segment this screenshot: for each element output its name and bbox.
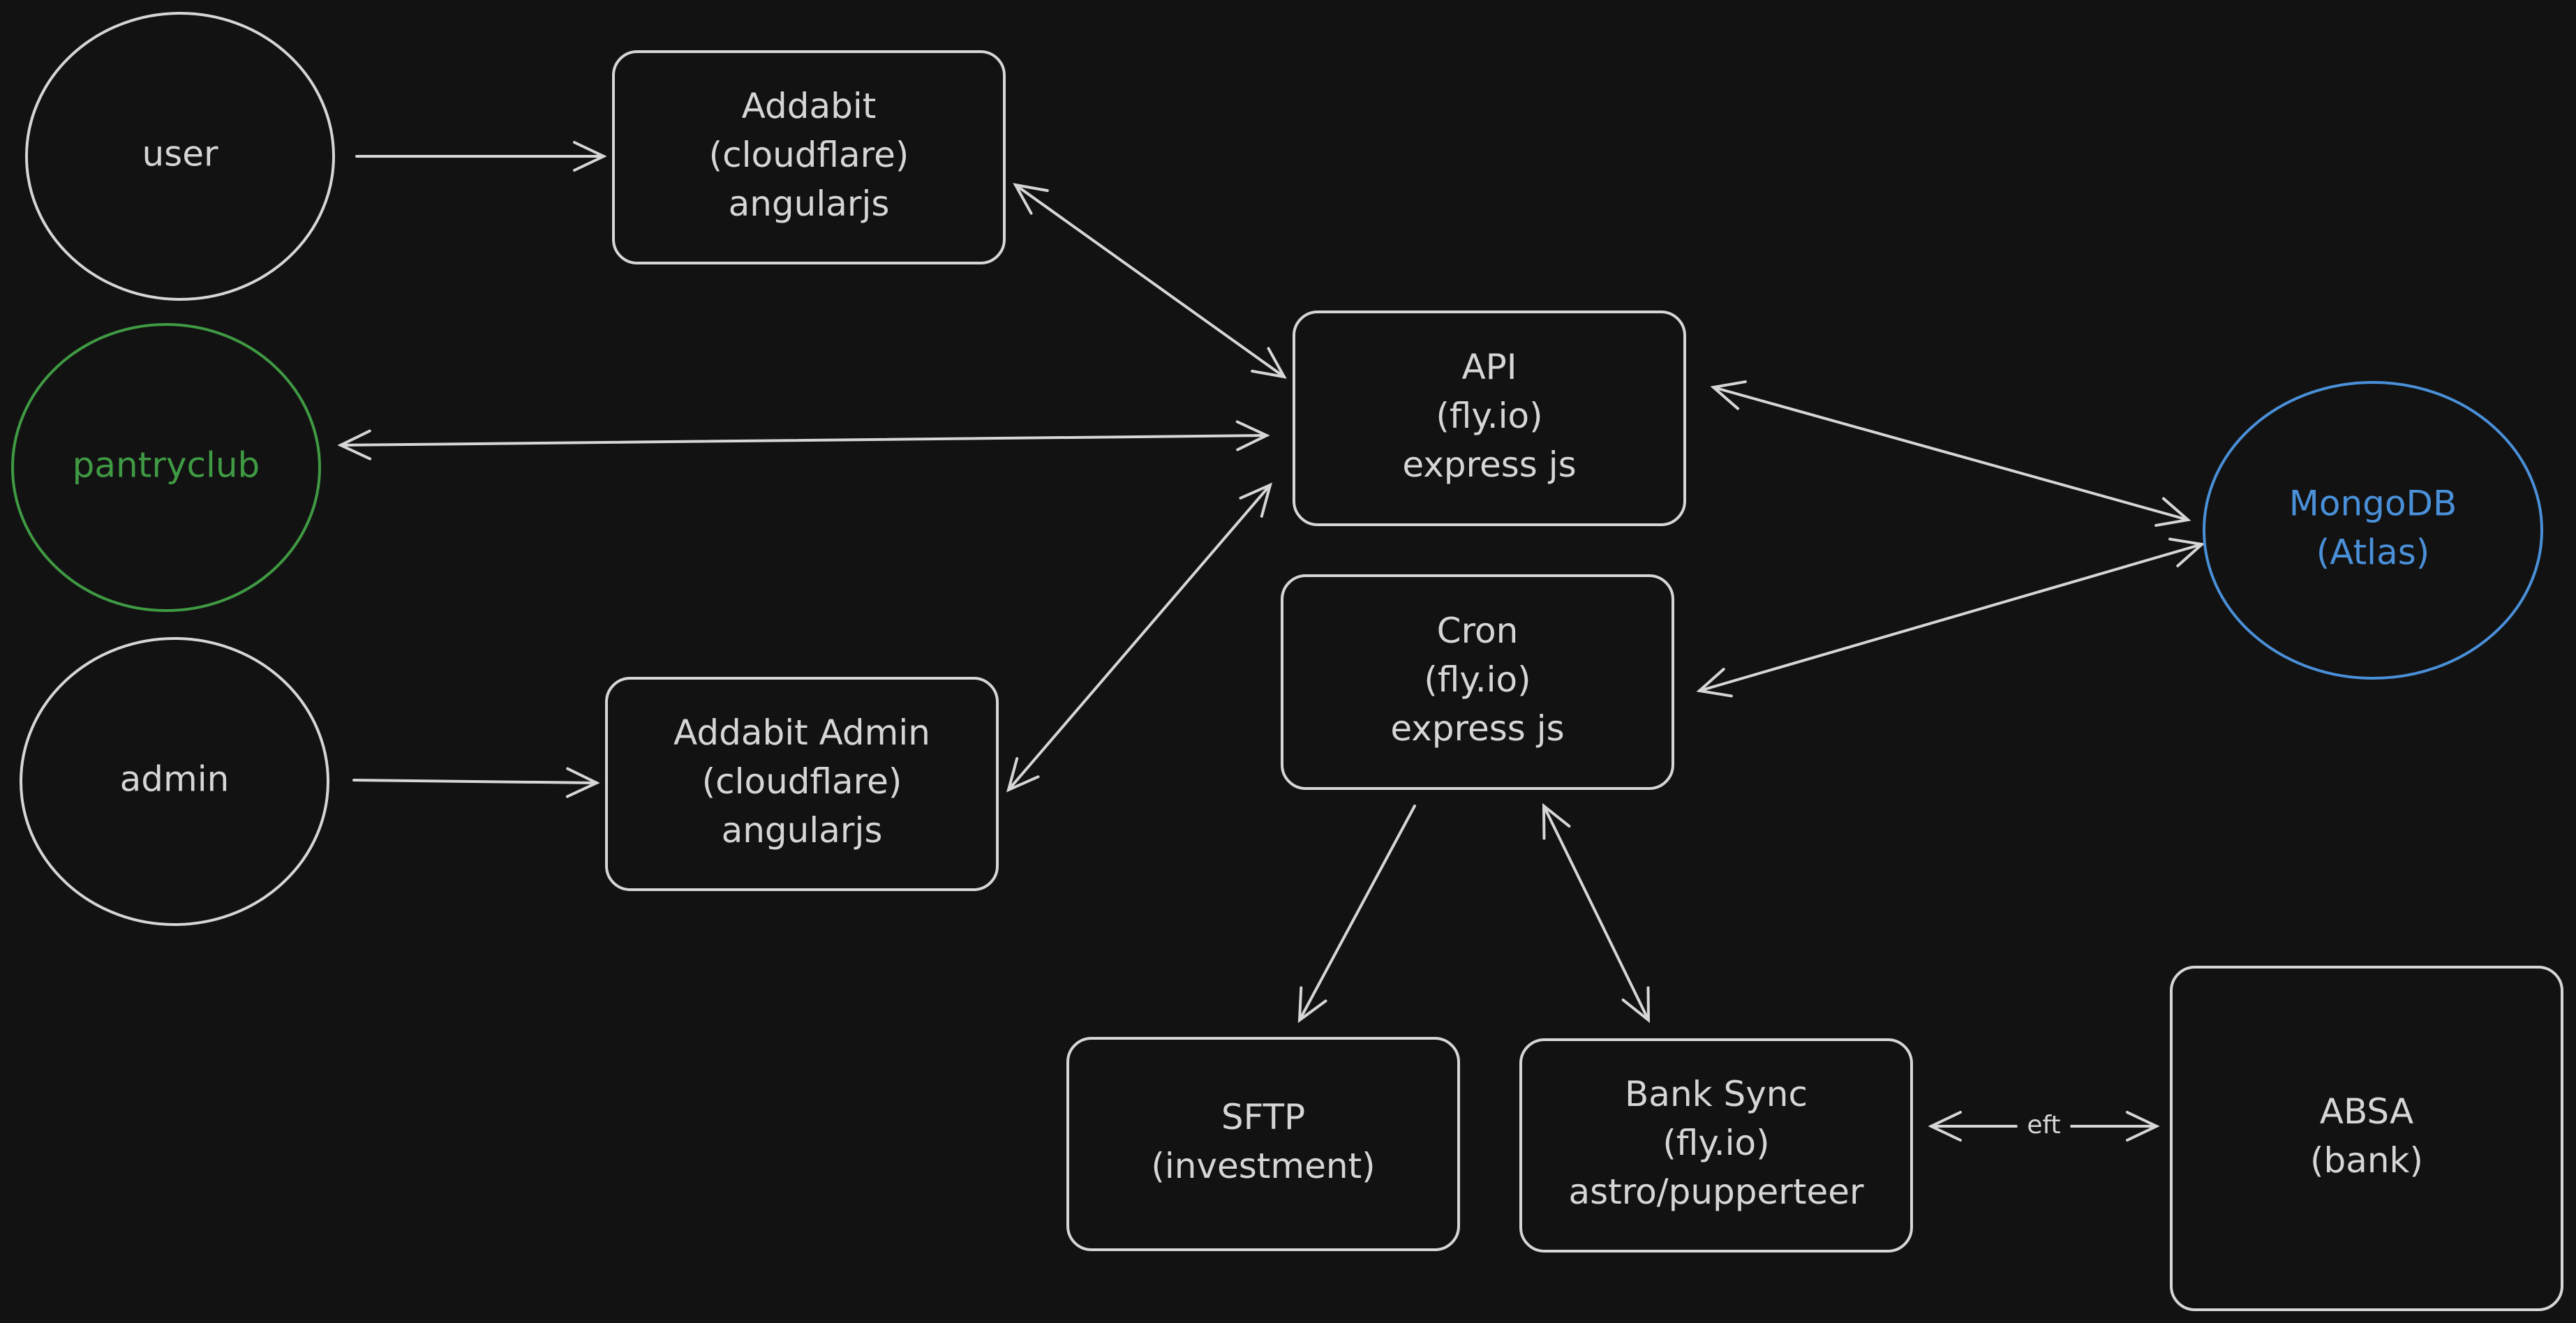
node-label-line: admin <box>120 759 230 800</box>
node-admin: admin <box>20 637 329 926</box>
node-api: API (fly.io) express js <box>1293 311 1686 526</box>
edge-line <box>1014 184 1286 378</box>
arrowhead <box>1013 183 1049 215</box>
nodes-layer: user pantryclub admin Addabit (cloudflare) an… <box>11 12 2563 1311</box>
node-box <box>1066 1037 1460 1251</box>
arrowhead <box>2154 497 2191 527</box>
node-label-line: (fly.io) <box>1662 1123 1769 1163</box>
node-label-line: (cloudflare) <box>709 135 909 175</box>
arrowhead <box>573 141 607 172</box>
edge-addabit-admin-to-api <box>1006 482 1273 793</box>
arrowhead <box>1928 1111 1962 1142</box>
arrowhead <box>1710 380 1747 410</box>
node-circle <box>25 12 335 301</box>
node-box <box>1293 311 1686 526</box>
node-cron: Cron (fly.io) express js <box>1281 574 1674 790</box>
edge-line <box>1298 805 1416 1022</box>
node-absa: ABSA (bank) <box>2170 966 2563 1311</box>
node-label-line: (fly.io) <box>1424 659 1531 700</box>
node-label-line: Addabit Admin <box>673 712 930 753</box>
node-mongodb: MongoDB (Atlas) <box>2203 381 2543 680</box>
edge-cron-to-bank-sync <box>1542 802 1651 1024</box>
edges-layer: eft <box>337 141 2205 1142</box>
edge-line <box>339 434 1268 447</box>
arrowhead <box>1542 802 1571 840</box>
edge-line <box>1542 805 1650 1022</box>
edge-addabit-to-api <box>1013 183 1287 379</box>
arrowhead <box>1621 986 1651 1024</box>
node-label-line: ABSA <box>2320 1091 2414 1132</box>
node-label-line: express js <box>1402 444 1576 485</box>
node-label-line: (Atlas) <box>2316 532 2430 573</box>
arrowhead <box>1235 420 1270 451</box>
node-label-line: (investment) <box>1151 1146 1375 1186</box>
edge-line <box>352 779 598 784</box>
node-box <box>2170 966 2563 1311</box>
node-circle <box>11 323 321 612</box>
node-box <box>605 677 999 891</box>
edge-label: eft <box>2027 1111 2060 1139</box>
node-label-line: user <box>142 134 218 174</box>
node-label-line: angularjs <box>729 184 890 224</box>
edge-cron-to-mongodb <box>1696 537 2205 698</box>
node-box <box>612 50 1006 264</box>
node-label-line: Addabit <box>742 86 877 126</box>
edge-api-to-mongodb <box>1710 380 2191 527</box>
node-label-line: Bank Sync <box>1625 1074 1808 1114</box>
edge-user-to-addabit <box>355 141 607 172</box>
node-label-line: Cron <box>1437 611 1519 651</box>
node-label-line: angularjs <box>722 810 883 851</box>
node-label-line: astro/pupperteer <box>1568 1172 1864 1212</box>
arrowhead <box>1006 757 1040 793</box>
node-sftp: SFTP (investment) <box>1066 1037 1460 1251</box>
arrowhead <box>1251 347 1287 379</box>
node-label-line: pantryclub <box>73 445 260 486</box>
edge-admin-to-addabit-admin <box>352 767 600 798</box>
arrowhead <box>1297 986 1327 1024</box>
edge-label-bg <box>2017 1111 2071 1142</box>
arrowhead <box>2126 1111 2160 1142</box>
node-circle <box>2203 381 2543 680</box>
arrowhead <box>1239 482 1273 518</box>
edge-line <box>1698 543 2203 692</box>
node-pantryclub: pantryclub <box>11 323 321 612</box>
node-user: user <box>25 12 335 301</box>
node-label-line: (fly.io) <box>1436 396 1542 436</box>
node-label-line: SFTP <box>1221 1097 1305 1137</box>
arrowhead <box>2168 537 2205 567</box>
edge-bank-sync-to-absa: eft <box>1928 1111 2160 1142</box>
node-circle <box>20 637 329 926</box>
node-box <box>1519 1038 1913 1253</box>
node-label-line: (bank) <box>2310 1140 2423 1181</box>
arrowhead <box>565 767 600 798</box>
node-addabit: Addabit (cloudflare) angularjs <box>612 50 1006 264</box>
arrowhead <box>337 429 372 461</box>
node-label-line: API <box>1461 347 1517 387</box>
edge-pantryclub-to-api <box>337 420 1270 461</box>
node-label-line: MongoDB <box>2289 484 2457 524</box>
node-label-line: express js <box>1390 708 1564 749</box>
edge-line <box>1712 386 2189 521</box>
edge-cron-to-sftp <box>1297 805 1416 1024</box>
node-box <box>1281 574 1674 790</box>
edge-line <box>1007 484 1272 791</box>
node-label-line: (cloudflare) <box>702 761 902 802</box>
arrowhead <box>1696 668 1733 698</box>
node-bank-sync: Bank Sync (fly.io) astro/pupperteer <box>1519 1038 1913 1253</box>
node-addabit-admin: Addabit Admin (cloudflare) angularjs <box>605 677 999 891</box>
